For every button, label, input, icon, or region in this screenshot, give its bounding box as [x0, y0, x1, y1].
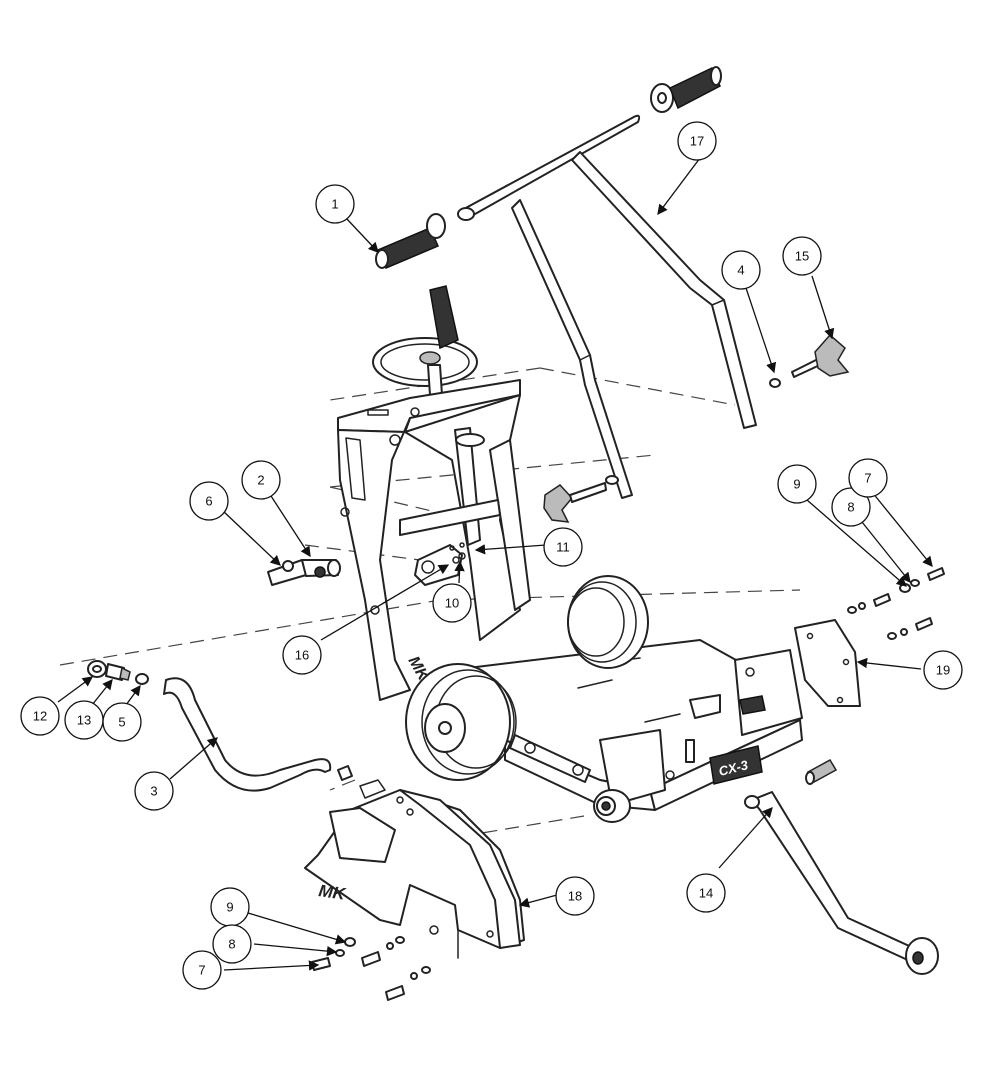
- callout-17-label: 17: [690, 134, 704, 149]
- handle-frame-part: [457, 114, 757, 499]
- bracket-part: [414, 542, 466, 586]
- left-grip-part: [375, 213, 446, 269]
- depth-arm-part: [744, 791, 939, 975]
- callout-12-label: 12: [33, 709, 47, 724]
- main-frame-part: MK: [337, 379, 531, 701]
- callout-13: 13: [64, 700, 104, 740]
- callout-9-bottom-label: 9: [226, 900, 233, 915]
- water-hose-part: [163, 677, 353, 792]
- callout-7-right: 7: [848, 458, 888, 498]
- steering-wheel-part: [372, 285, 478, 396]
- callout-9-right: 9: [777, 464, 817, 504]
- callout-7-bottom-label: 7: [198, 963, 205, 978]
- callout-10: 10: [432, 583, 472, 623]
- callout-16: 16: [282, 635, 322, 675]
- callout-19: 19: [923, 650, 963, 690]
- hardware-bottom-group: [311, 936, 431, 1001]
- callout-18: 18: [555, 876, 595, 916]
- callout-18-label: 18: [568, 889, 582, 904]
- right-grip-part: [650, 66, 722, 113]
- knob-assembly-part: [769, 333, 850, 388]
- front-wheel-part: [405, 663, 517, 781]
- leader-lines: [57, 157, 933, 971]
- callout-5: 5: [102, 702, 142, 742]
- callout-14-label: 14: [699, 886, 713, 901]
- side-knob-part: [543, 475, 619, 523]
- callout-15: 15: [782, 236, 822, 276]
- callout-15-label: 15: [795, 249, 809, 264]
- callout-1-label: 1: [331, 197, 338, 212]
- callout-8-bottom-label: 8: [228, 937, 235, 952]
- rear-wheel-part: [567, 575, 649, 669]
- callout-7-right-label: 7: [864, 471, 871, 486]
- callout-6: 6: [189, 481, 229, 521]
- callout-11: 11: [543, 527, 583, 567]
- callout-17: 17: [677, 121, 717, 161]
- callout-7-bottom: 7: [182, 950, 222, 990]
- callout-19-label: 19: [936, 663, 950, 678]
- callout-11-label: 11: [556, 540, 570, 555]
- guard-brand-logo: MK: [317, 881, 348, 904]
- small-roller-part: [593, 789, 631, 823]
- hardware-right-group: [847, 567, 945, 640]
- callout-1: 1: [315, 184, 355, 224]
- callout-14: 14: [686, 873, 726, 913]
- base-chassis-part: CX-3: [467, 635, 803, 811]
- hose-fitting-part: [805, 758, 838, 785]
- callout-2-label: 2: [257, 473, 264, 488]
- valve-assembly-part: [267, 559, 341, 586]
- callout-5-label: 5: [118, 715, 125, 730]
- callout-13-label: 13: [77, 713, 91, 728]
- callout-10-label: 10: [445, 596, 459, 611]
- callout-3: 3: [134, 771, 174, 811]
- fittings-left-group: [87, 660, 149, 685]
- callout-2: 2: [241, 460, 281, 500]
- callout-8-right-label: 8: [847, 500, 854, 515]
- blade-guard-part: MK: [304, 779, 525, 959]
- side-plate-part: [794, 619, 861, 707]
- callout-8-bottom: 8: [212, 924, 252, 964]
- callout-3-label: 3: [150, 784, 157, 799]
- callout-9-bottom: 9: [210, 887, 250, 927]
- callout-4: 4: [721, 250, 761, 290]
- callout-8-right: 8: [831, 487, 871, 527]
- callout-9-right-label: 9: [793, 477, 800, 492]
- callout-16-label: 16: [295, 648, 309, 663]
- callout-12: 12: [20, 696, 60, 736]
- callout-4-label: 4: [737, 263, 744, 278]
- callout-6-label: 6: [205, 494, 212, 509]
- model-plate-text: CX-3: [717, 757, 750, 779]
